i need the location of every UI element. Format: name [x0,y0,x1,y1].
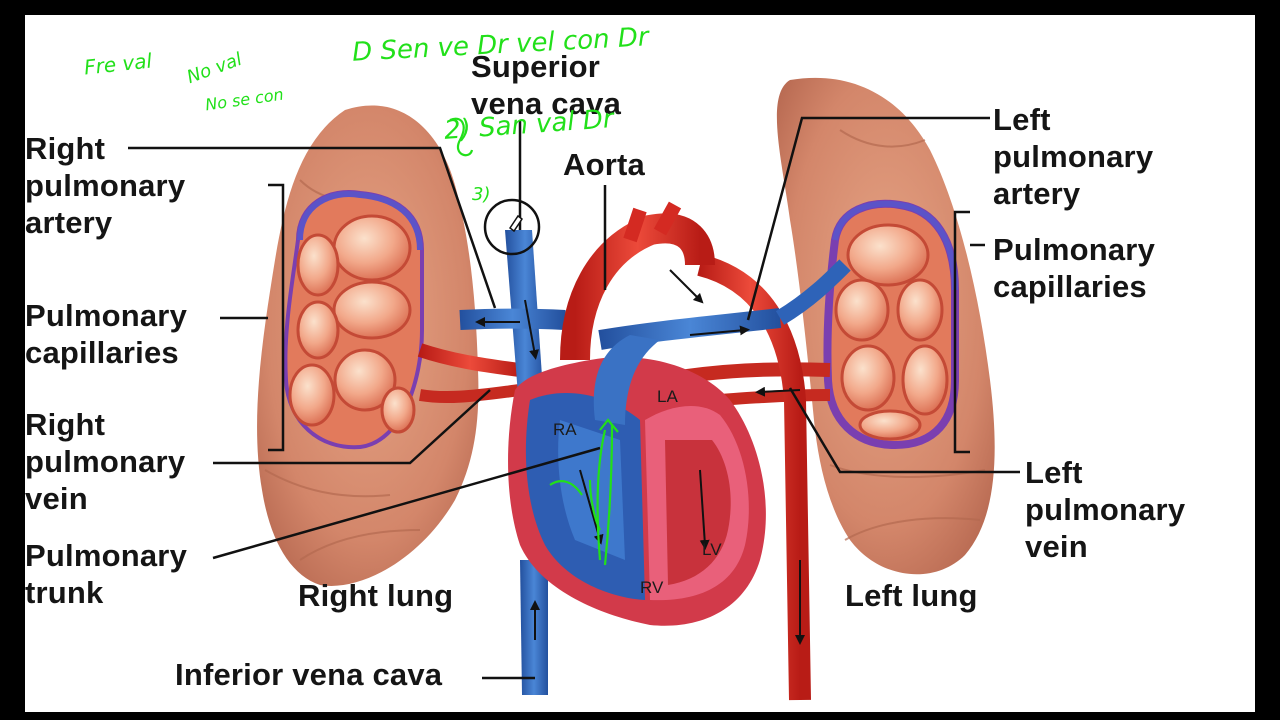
right-capillary-bed [283,190,424,450]
handwritten-strokes [449,117,619,566]
chamber-rv: RV [640,578,664,597]
chamber-la: LA [657,387,678,406]
label-right-lung: Right lung [298,578,454,613]
pulmonary-trunk [593,335,660,425]
pen-cursor-icon [483,198,541,256]
label-aorta: Aorta [563,147,645,182]
chamber-lv: LV [702,540,722,559]
label-inferior-vena-cava: Inferior vena cava [175,657,443,692]
label-left-lung: Left lung [845,578,978,613]
aortic-arch [560,213,715,361]
chamber-ra: RA [553,420,577,439]
left-capillary-bed [823,199,959,450]
leader-lines [128,116,1020,680]
annotation-note-4: 3) [472,184,491,205]
